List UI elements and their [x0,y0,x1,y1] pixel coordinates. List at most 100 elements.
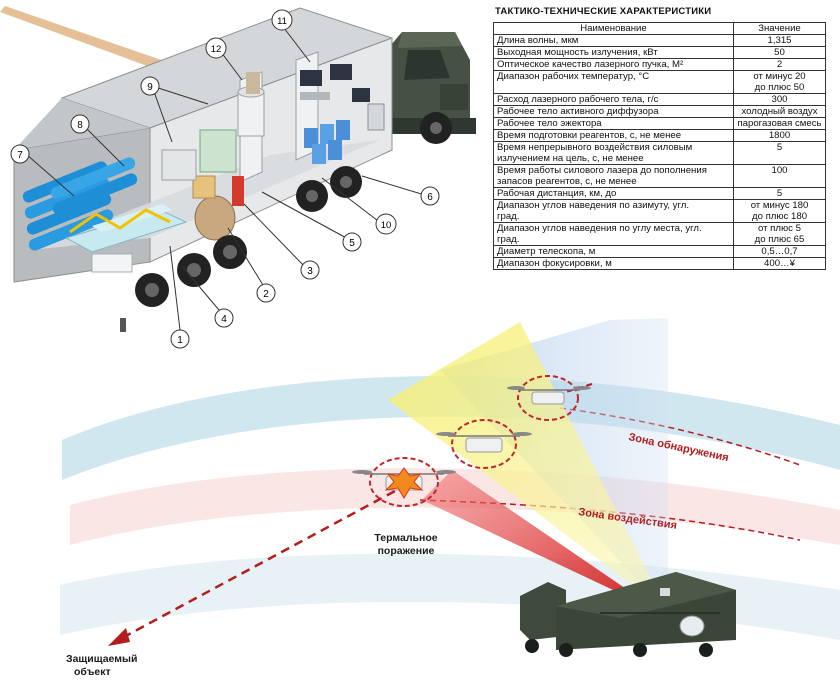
spec-value-cell: 1800 [733,129,826,142]
spec-value-text: 5 [776,188,783,199]
spec-name-cell: Диапазон рабочих температур, °С [493,70,734,94]
spec-name-cell: Оптическое качество лазерного пучка, М² [493,58,734,71]
callout-6: 6 [420,186,440,206]
spec-value-cell: 0,5…0,7 [733,245,826,258]
reactor-tanks [161,72,265,241]
callout-3-label: 3 [307,266,313,277]
callout-leaders [25,27,429,331]
spec-value-cell: 2 [733,58,826,71]
spec-name-text: Диапазон рабочих температур, °С [497,71,650,83]
specifications-table: Наименование Значение Длина волны, мкм 1,… [493,22,826,270]
oxygen-cylinders [22,157,138,251]
trajectory-arrowhead [108,628,130,646]
laser-truck [520,572,736,657]
callout-12-label: 12 [211,44,222,55]
spec-value-text: 0,5…0,7 [761,246,798,257]
spec-value-cell: 50 [733,46,826,59]
spec-value-text: до плюс 180 [751,211,808,222]
callout-6-label: 6 [427,192,433,203]
spec-name-text: Время непрерывного воздействия силовым [497,142,693,154]
spec-value-text: до плюс 65 [754,234,805,245]
spec-name-text: Рабочее тело активного диффузора [497,106,659,117]
table-header-row: Наименование Значение [493,22,826,35]
callout-2: 2 [256,283,276,303]
table-row: Рабочее тело эжектора парогазовая смесь [493,117,826,130]
callout-8-label: 8 [77,120,83,131]
table-row: Диаметр телескопа, м 0,5…0,7 [493,245,826,258]
table-row: Расход лазерного рабочего тела, г/с 300 [493,93,826,106]
laser-beam [422,470,660,612]
spec-name-text: Время подготовки реагентов, с, не менее [497,130,682,141]
spec-value-text: 1,315 [767,35,792,46]
callout-8: 8 [70,114,90,134]
spec-name-text: Расход лазерного рабочего тела, г/с [497,94,659,105]
engagement-scene: Зона обнаружения Зона воздействия Термал… [60,318,840,678]
spec-name-cell: Время подготовки реагентов, с, не менее [493,129,734,142]
spec-name-cell: Диаметр телескопа, м [493,245,734,258]
thermal-damage-label-1: Термальное [374,532,437,544]
callout-11: 11 [271,9,293,31]
table-row: Время работы силового лазера до пополнен… [493,164,826,188]
table-row: Диапазон углов наведения по углу места, … [493,222,826,246]
spec-name-text: Оптическое качество лазерного пучка, М² [497,59,684,70]
spec-value-cell: холодный воздух [733,105,826,118]
callout-10: 10 [375,213,397,235]
spec-name-text: запасов реагентов, с, не менее [497,176,637,187]
specifications-title: ТАКТИКО-ТЕХНИЧЕСКИЕ ХАРАКТЕРИСТИКИ [495,6,712,17]
spec-name-cell: Диапазон углов наведения по углу места, … [493,222,734,246]
callout-5: 5 [342,232,362,252]
table-row: Выходная мощность излучения, кВт 50 [493,46,826,59]
drone-target-2 [436,419,532,469]
column-header-value: Значение [733,22,826,35]
spec-name-text: Длина волны, мкм [497,35,579,46]
spec-name-text: излучением на цель, с, не менее [497,153,644,164]
spec-name-text: град. [497,234,520,245]
spec-name-cell: Рабочее тело активного диффузора [493,105,734,118]
table-row: Рабочее тело активного диффузора холодный… [493,105,826,118]
spec-value-cell: 1,315 [733,34,826,47]
tracking-beam [388,322,668,612]
spec-value-text: 5 [776,142,783,154]
table-row: Длина волны, мкм 1,315 [493,34,826,47]
spec-name-text: Выходная мощность излучения, кВт [497,47,658,58]
callout-1: 1 [170,329,190,349]
spec-name-cell: Рабочее тело эжектора [493,117,734,130]
spec-name-text: Рабочее тело эжектора [497,118,602,129]
spec-value-cell: парогазовая смесь [733,117,826,130]
callout-10-label: 10 [381,220,392,231]
thermal-damage-label-2: поражение [378,545,435,557]
callout-9-label: 9 [147,82,153,93]
spec-value-text: 100 [771,165,788,177]
callout-9: 9 [140,76,160,96]
table-row: Время подготовки реагентов, с, не менее 1… [493,129,826,142]
callout-7-label: 7 [17,150,23,161]
spec-value-cell: 300 [733,93,826,106]
coolant-bottles [304,120,350,164]
spec-name-cell: Диапазон фокусировки, м [493,257,734,270]
spec-value-text: 300 [771,94,788,105]
column-header-name: Наименование [493,22,734,35]
control-room [300,64,385,131]
spec-name-text: Время работы силового лазера до пополнен… [497,165,707,177]
callout-7: 7 [10,144,30,164]
spec-name-cell: Длина волны, мкм [493,34,734,47]
table-row: Диапазон углов наведения по азимуту, угл… [493,199,826,223]
spec-value-text: 1800 [768,130,791,141]
specifications-panel: ТАКТИКО-ТЕХНИЧЕСКИЕ ХАРАКТЕРИСТИКИ Наиме… [493,0,826,270]
spec-value-text: от плюс 5 [758,223,801,235]
truck-cutaway: 1 2 3 4 5 6 7 8 [0,6,476,349]
spec-value-text: 400…¥ [764,258,795,269]
callout-11-label: 11 [277,16,287,27]
callout-4: 4 [214,308,234,328]
spec-name-text: Диапазон фокусировки, м [497,258,612,269]
spec-value-text: парогазовая смесь [737,118,822,129]
spec-value-text: 50 [774,47,785,58]
spec-name-cell: Расход лазерного рабочего тела, г/с [493,93,734,106]
